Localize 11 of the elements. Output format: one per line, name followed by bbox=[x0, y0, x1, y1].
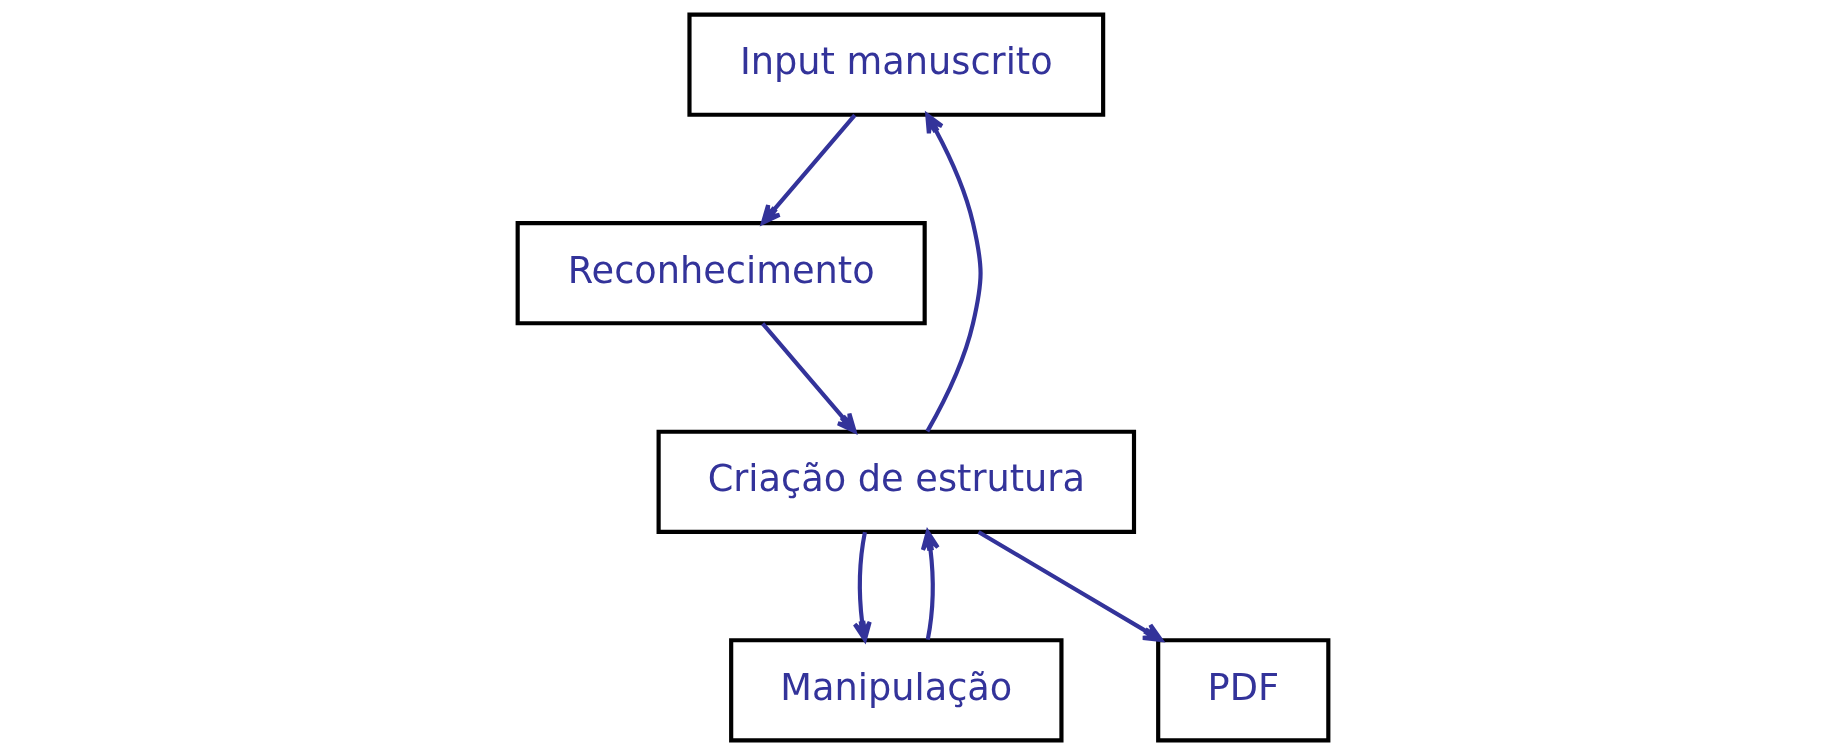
node-box: Reconhecimento bbox=[515, 221, 927, 326]
arrow bbox=[920, 529, 940, 640]
arrow bbox=[852, 531, 872, 642]
arrow bbox=[760, 322, 857, 434]
arrow bbox=[760, 113, 856, 225]
node-box: Manipulação bbox=[728, 638, 1064, 743]
arrow bbox=[924, 113, 983, 433]
arrow bbox=[976, 530, 1163, 643]
node-box: Criação de estrutura bbox=[656, 429, 1136, 534]
node-box: Input manuscrito bbox=[686, 12, 1105, 117]
node-box: PDF bbox=[1155, 638, 1330, 743]
